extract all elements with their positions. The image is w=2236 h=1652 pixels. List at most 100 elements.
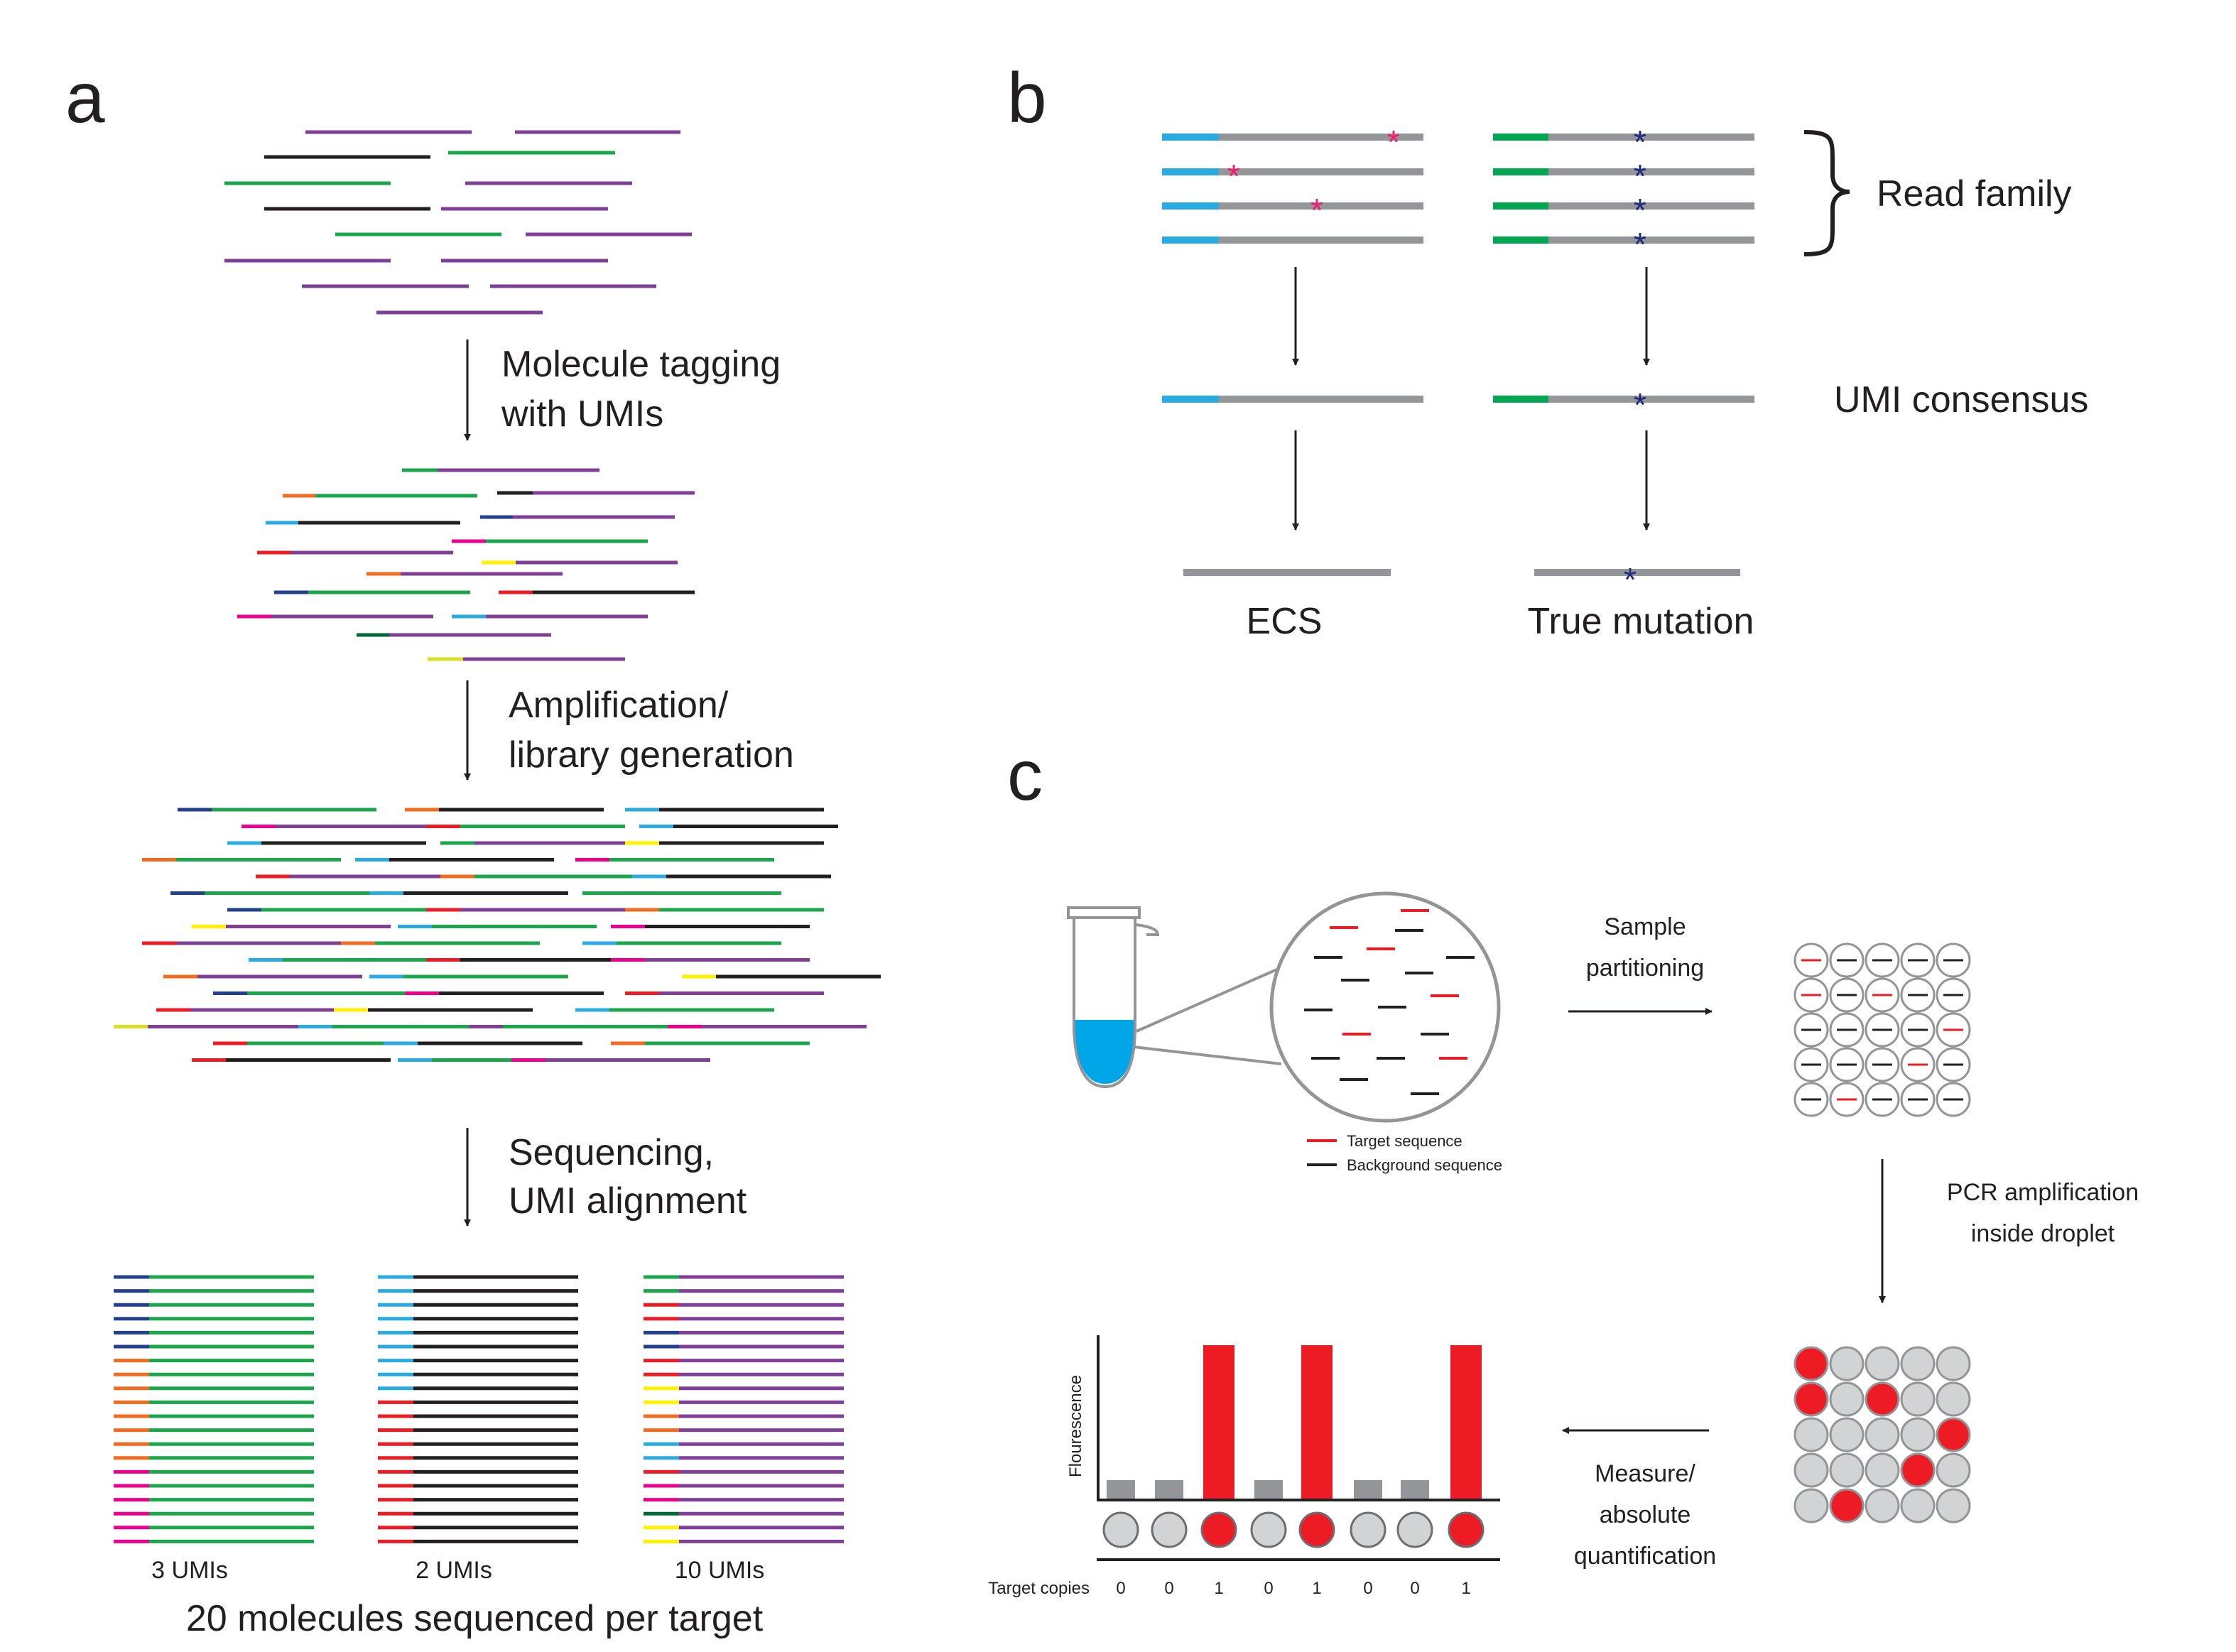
droplet-grid-partitioned	[1793, 942, 1971, 1117]
droplet	[1900, 1047, 1936, 1082]
chart-bar-positive	[1203, 1345, 1234, 1499]
droplet-negative	[1793, 1452, 1829, 1488]
droplet-grid-amplified	[1793, 1346, 1971, 1523]
tagged-molecules	[237, 468, 695, 661]
sample-partitioning-line2: partitioning	[1586, 955, 1704, 982]
step3-label-line1: Sequencing,	[509, 1132, 714, 1173]
droplet	[1793, 1047, 1829, 1082]
droplet	[1829, 1012, 1865, 1048]
chart-droplet-row	[1102, 1511, 1485, 1548]
sequencing-error-marker: *	[1310, 192, 1323, 229]
droplet-positive	[1200, 1511, 1237, 1548]
panel-a-footer: 20 molecules sequenced per target	[186, 1598, 764, 1639]
zoom-line	[1136, 967, 1279, 1033]
droplet	[1936, 942, 1971, 978]
droplet	[1865, 977, 1900, 1013]
sample-partitioning-line1: Sample	[1604, 913, 1686, 940]
droplet	[1936, 1047, 1971, 1082]
true-mutation-marker: *	[1624, 561, 1637, 598]
panel-letter-a: a	[65, 58, 105, 138]
droplet	[1793, 942, 1829, 978]
droplet-negative	[1936, 1488, 1971, 1523]
droplet	[1865, 1012, 1900, 1048]
droplet	[1793, 1082, 1829, 1117]
step1-label-line2: with UMIs	[501, 393, 663, 435]
measure-label-line1: Measure/	[1595, 1460, 1695, 1487]
droplet	[1900, 942, 1936, 978]
droplet	[1829, 1047, 1865, 1082]
panel-a: a Molecule tagging with UMIs	[65, 58, 881, 1639]
droplet	[1865, 942, 1900, 978]
read-family-label: Read family	[1877, 173, 2072, 214]
step1-label-line1: Molecule tagging	[501, 344, 781, 385]
target-copy-value: 1	[1312, 1579, 1321, 1598]
aligned-read-groups: 3 UMIs 2 UMIs 10 UMIs	[114, 1275, 844, 1584]
droplet-positive	[1793, 1346, 1829, 1381]
umi-count-caption: 3 UMIs	[151, 1557, 228, 1584]
droplet	[1865, 1047, 1900, 1082]
read-family-mutation	[1493, 134, 1754, 244]
droplet-positive	[1829, 1488, 1865, 1523]
umi-count-caption: 2 UMIs	[416, 1557, 492, 1584]
droplet-negative	[1829, 1346, 1865, 1381]
chart-y-axis-label: Flourescence	[1066, 1375, 1085, 1477]
droplet-negative	[1151, 1511, 1188, 1548]
droplet-negative	[1250, 1511, 1287, 1548]
chart-bar-negative	[1354, 1480, 1382, 1499]
droplet	[1829, 1082, 1865, 1117]
target-copy-value: 0	[1116, 1579, 1125, 1598]
droplet	[1900, 1012, 1936, 1048]
umi-count-caption: 10 UMIs	[675, 1557, 765, 1584]
droplet-negative	[1793, 1488, 1829, 1523]
droplet-negative	[1900, 1346, 1936, 1381]
panel-b: b * * * * * * * Re	[1007, 58, 2088, 642]
droplet-positive	[1448, 1511, 1485, 1548]
droplet-negative	[1936, 1381, 1971, 1417]
droplet-negative	[1900, 1488, 1936, 1523]
chart-bar-positive	[1301, 1345, 1333, 1499]
droplet	[1865, 1082, 1900, 1117]
target-copy-value: 0	[1410, 1579, 1419, 1598]
aligned-group: 2 UMIs	[378, 1275, 578, 1584]
chart-bar-negative	[1155, 1480, 1183, 1499]
target-copies-label: Target copies	[988, 1579, 1090, 1598]
ecs-label: ECS	[1247, 601, 1323, 642]
droplet-negative	[1793, 1417, 1829, 1452]
true-mutation-marker: *	[1634, 386, 1646, 423]
pcr-label-line1: PCR amplification	[1947, 1179, 2139, 1206]
droplet-positive	[1936, 1417, 1971, 1452]
droplet	[1793, 977, 1829, 1013]
droplet	[1829, 977, 1865, 1013]
pcr-label-line2: inside droplet	[1971, 1220, 2115, 1247]
legend-target-label: Target sequence	[1347, 1132, 1462, 1150]
chart-bar-positive	[1450, 1345, 1482, 1499]
read-family-errors	[1162, 134, 1423, 244]
untagged-molecules	[224, 130, 692, 315]
umi-consensus-label: UMI consensus	[1834, 379, 2088, 420]
true-mutation-marker: *	[1634, 158, 1646, 195]
droplet	[1936, 977, 1971, 1013]
chart-bar-negative	[1107, 1480, 1135, 1499]
true-mutation-marker: *	[1634, 226, 1646, 263]
chart-bar-negative	[1401, 1480, 1429, 1499]
true-mutation-label: True mutation	[1528, 601, 1754, 642]
droplet	[1900, 977, 1936, 1013]
measure-label-line3: quantification	[1574, 1543, 1716, 1570]
zoom-line	[1133, 1045, 1282, 1065]
droplet-negative	[1936, 1452, 1971, 1488]
droplet-positive	[1865, 1381, 1900, 1417]
sequencing-error-marker: *	[1387, 124, 1400, 161]
panel-c: c	[988, 736, 2139, 1598]
droplet-negative	[1900, 1381, 1936, 1417]
droplet-negative	[1829, 1381, 1865, 1417]
droplet	[1936, 1012, 1971, 1048]
target-copy-value: 0	[1164, 1579, 1173, 1598]
droplet-negative	[1829, 1452, 1865, 1488]
legend-background-label: Background sequence	[1347, 1156, 1502, 1174]
droplet	[1936, 1082, 1971, 1117]
measure-label-line2: absolute	[1600, 1501, 1691, 1528]
sample-molecules	[1304, 909, 1475, 1095]
